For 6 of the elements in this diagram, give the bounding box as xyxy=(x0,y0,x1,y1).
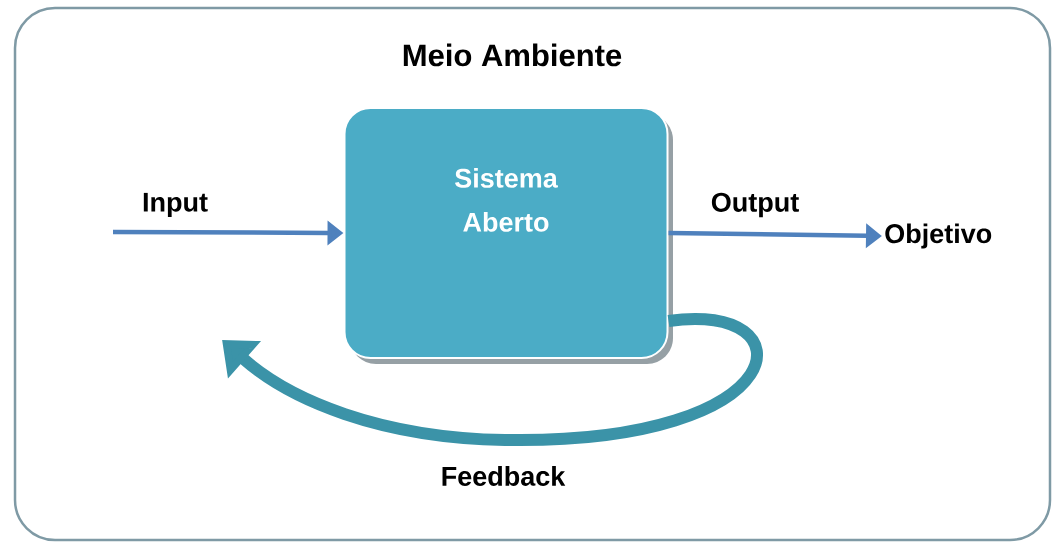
system-box: Sistema Aberto xyxy=(343,107,673,364)
edge-label: Input xyxy=(143,192,208,218)
arrow xyxy=(222,313,763,446)
edge-label: Feedback xyxy=(442,466,566,486)
target-label: Objetivo xyxy=(885,223,992,249)
edge-label: Output xyxy=(711,192,799,218)
